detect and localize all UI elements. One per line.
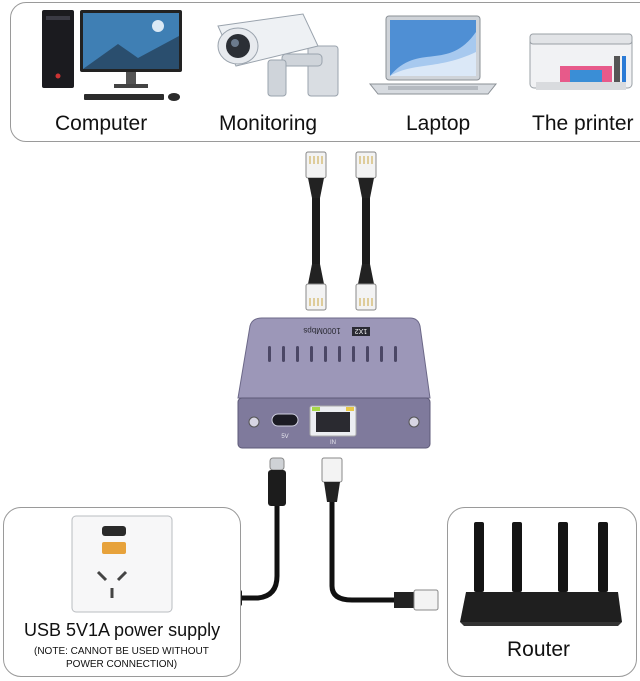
device-label-printer: The printer xyxy=(532,112,634,135)
splitter-model-text: 1000Mbps xyxy=(303,326,340,335)
device-label-monitoring: Monitoring xyxy=(219,112,318,135)
computer-icon xyxy=(42,10,182,101)
power-note-line2: POWER CONNECTION) xyxy=(66,659,178,670)
splitter-badge: 1X2 xyxy=(355,327,368,334)
lan-port-label: IN xyxy=(330,440,336,446)
wall-socket-icon xyxy=(71,515,173,613)
ethernet-cable-left-icon xyxy=(305,151,327,311)
security-camera-icon xyxy=(217,13,339,97)
ethernet-cable-right-icon xyxy=(355,151,377,311)
device-label-laptop: Laptop xyxy=(406,112,471,135)
printer-icon xyxy=(529,33,633,90)
ethernet-cable-bottom-icon xyxy=(321,457,439,611)
device-label-computer: Computer xyxy=(55,112,148,135)
laptop-icon xyxy=(368,15,498,95)
router-label: Router xyxy=(507,638,571,661)
network-splitter: 5V IN 1X2 1000Mbps xyxy=(237,317,431,449)
power-note-line1: (NOTE: CANNOT BE USED WITHOUT xyxy=(34,646,209,657)
power-supply-title: USB 5V1A power supply xyxy=(24,620,221,640)
usb-port-label: 5V xyxy=(281,434,288,440)
router-icon xyxy=(460,522,622,626)
